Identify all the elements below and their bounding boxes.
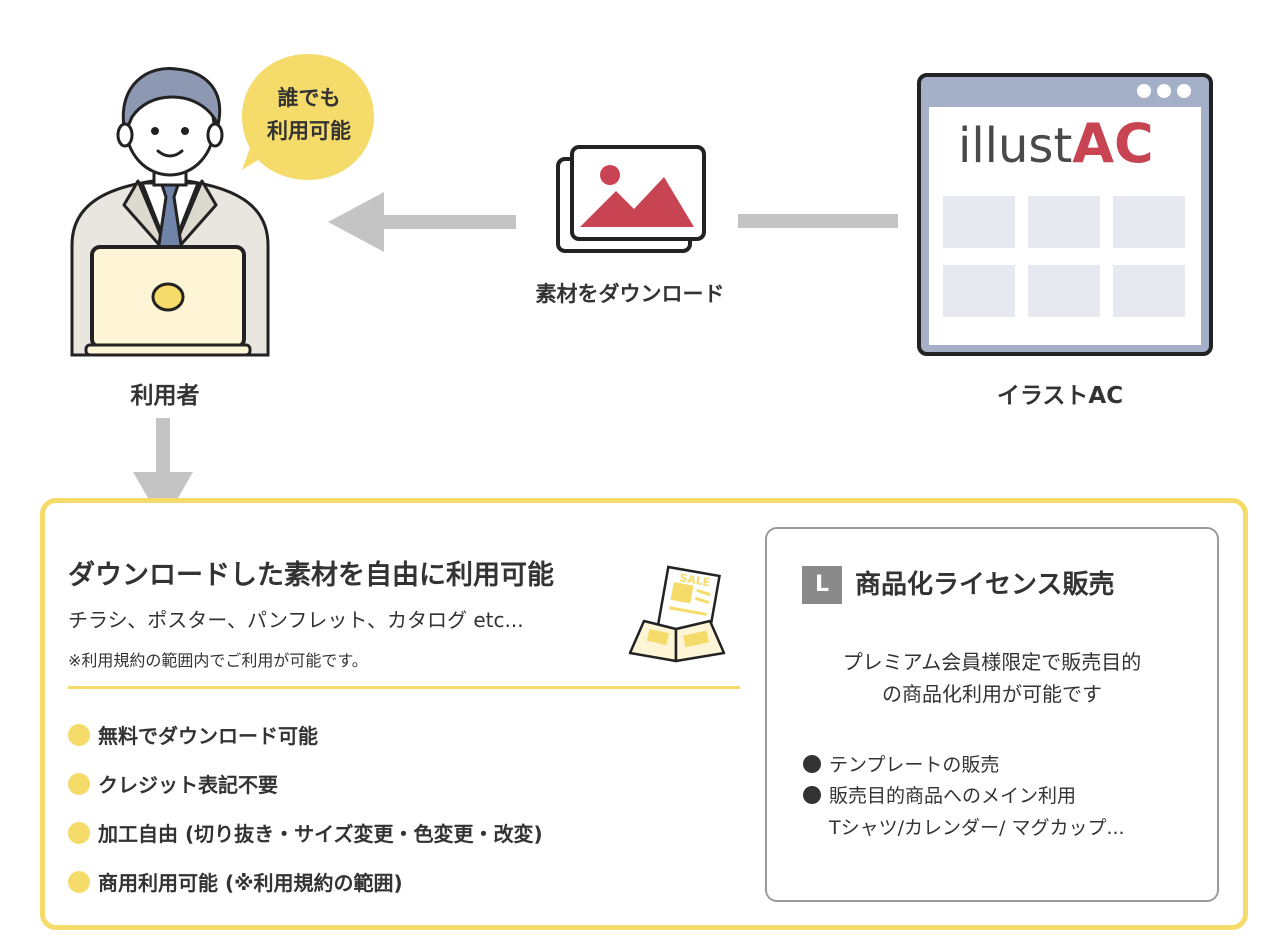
bullet-icon (68, 870, 90, 893)
usage-title: ダウンロードした素材を自由に利用可能 (68, 560, 554, 591)
license-badge: L (802, 566, 842, 604)
bubble-text: 誰でも 利用可能 (248, 82, 370, 148)
license-item-text: 販売目的商品へのメイン利用 (829, 785, 1077, 807)
feature-text: 無料でダウンロード可能 (98, 724, 318, 748)
list-item: 無料でダウンロード可能 (68, 710, 543, 759)
feature-text: クレジット表記不要 (98, 773, 278, 797)
browser-window-icon (917, 73, 1213, 356)
license-item-text: テンプレートの販売 (829, 754, 1000, 776)
license-title: 商品化ライセンス販売 (855, 570, 1115, 600)
flyer-icon: SALE (628, 565, 726, 663)
license-desc-line1: プレミアム会員様限定で販売目的 (842, 650, 1142, 674)
list-item: 加工自由 (切り抜き・サイズ変更・色変更・改変) (68, 808, 543, 857)
usage-divider (68, 686, 740, 689)
list-item: 商用利用可能 (※利用規約の範囲) (68, 857, 543, 906)
bullet-icon (68, 723, 90, 746)
site-logo: illustAC (958, 112, 1154, 175)
usage-subtitle: チラシ、ポスター、パンフレット、カタログ etc... (68, 608, 524, 632)
speech-bubble (242, 54, 374, 180)
license-description: プレミアム会員様限定で販売目的 の商品化利用が可能です (790, 646, 1194, 710)
bullet-icon (68, 772, 90, 795)
license-desc-line2: の商品化利用が可能です (882, 682, 1102, 706)
list-item: テンプレートの販売 (803, 748, 1076, 779)
logo-text: illust (958, 118, 1073, 174)
user-label: 利用者 (130, 383, 200, 409)
feature-text: 加工自由 (切り抜き・サイズ変更・色変更・改変) (98, 822, 543, 846)
feature-list: 無料でダウンロード可能 クレジット表記不要 加工自由 (切り抜き・サイズ変更・色… (68, 710, 543, 906)
site-label: イラストAC (996, 383, 1124, 409)
usage-note: ※利用規約の範囲内でご利用が可能です。 (68, 651, 368, 670)
bullet-icon (803, 754, 821, 773)
list-item: 販売目的商品へのメイン利用 (803, 779, 1076, 810)
arrow-left-icon (328, 192, 516, 252)
list-item: クレジット表記不要 (68, 759, 543, 808)
license-examples: Tシャツ/カレンダー/ マグカップ... (829, 817, 1125, 839)
license-list: テンプレートの販売 販売目的商品へのメイン利用 (803, 748, 1076, 810)
image-stack-icon (556, 145, 706, 253)
logo-accent: AC (1072, 112, 1154, 175)
connector-line (738, 214, 898, 228)
bubble-line1: 誰でも (277, 86, 341, 110)
bubble-line2: 利用可能 (267, 119, 351, 143)
user-with-laptop-icon (70, 66, 270, 357)
download-label: 素材をダウンロード (535, 282, 725, 306)
flyer-sale-text: SALE (678, 571, 711, 589)
bullet-icon (68, 821, 90, 844)
bullet-icon (803, 785, 821, 804)
feature-text: 商用利用可能 (※利用規約の範囲) (98, 871, 403, 895)
